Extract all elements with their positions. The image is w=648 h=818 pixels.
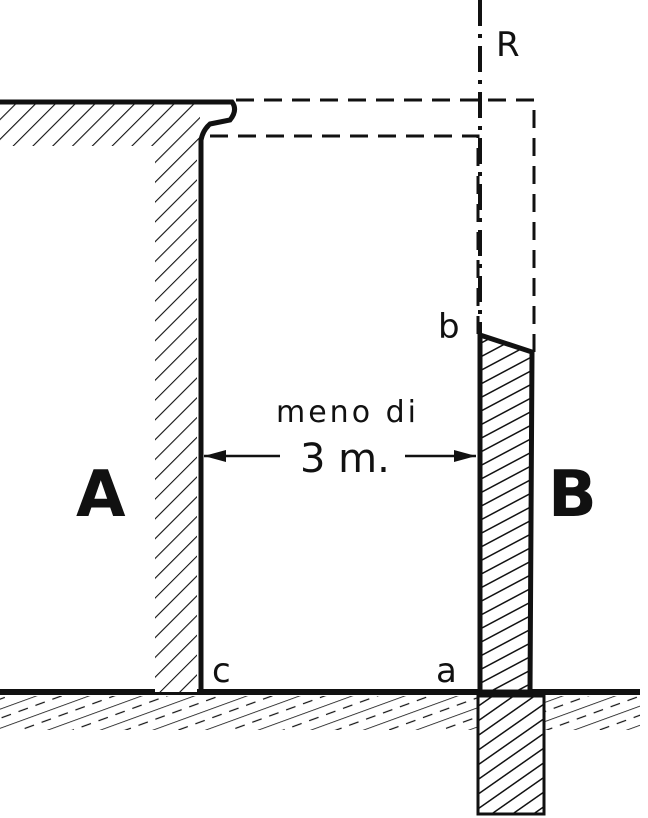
dashed-outer-outline [236,98,536,360]
label-distance-value: 3 m. [300,436,390,482]
building-b [476,331,546,816]
building-a [0,99,238,692]
distance-dimension [204,450,476,462]
label-r: R [496,25,520,65]
label-building-b: B [548,458,597,532]
label-distance-text: meno di [276,395,419,430]
label-point-b: b [438,307,460,347]
dashed-projection [210,98,536,360]
label-building-a: A [76,458,126,532]
dashed-inner-outline [210,134,480,338]
dimension-arrow-right [454,450,476,462]
building-b-foundation [476,694,546,816]
building-a-roof-hatch [0,104,200,146]
dimension-arrow-left [204,450,226,462]
label-point-c: c [212,651,231,691]
building-a-wall-hatch [155,140,197,692]
building-b-wall [477,331,535,695]
building-a-outline [0,99,238,692]
label-point-a: a [436,651,457,691]
